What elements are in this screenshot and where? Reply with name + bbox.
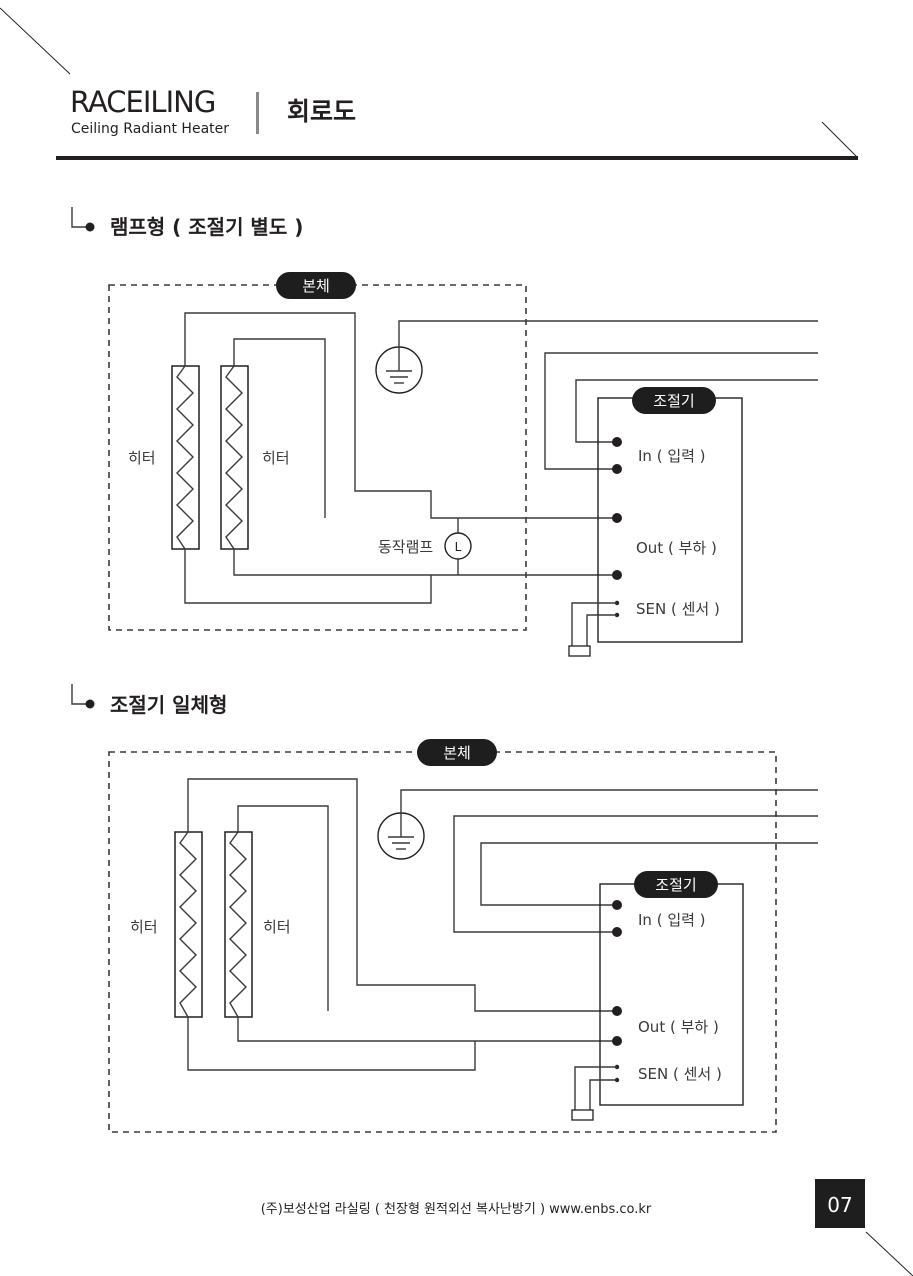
body-label: 본체 — [302, 277, 330, 295]
section-integrated-type: 조절기 일체형 본체 히터 히터 — [71, 684, 818, 1133]
corner-deco-header-right — [821, 121, 859, 159]
corner-deco-top-left — [0, 7, 71, 75]
output-terminal-label: Out ( 부하 ) — [638, 1018, 719, 1036]
input-terminal-label: In ( 입력 ) — [638, 911, 706, 929]
controller-label: 조절기 — [655, 876, 696, 894]
controller-label: 조절기 — [653, 392, 694, 410]
footer-text: (주)보성산업 라실링 ( 천장형 원적외선 복사난방기 ) www.enbs.… — [261, 1202, 652, 1217]
ground-icon — [375, 346, 423, 394]
brand-subtitle: Ceiling Radiant Heater — [71, 121, 229, 137]
corner-deco-bottom-right — [865, 1231, 913, 1276]
controller-label-pill — [632, 387, 716, 414]
controller-label-pill — [634, 871, 718, 898]
lamp-label: 동작램프 — [378, 538, 433, 556]
heater-left-label: 히터 — [130, 918, 158, 936]
body-label: 본체 — [443, 744, 471, 762]
sensor-icon — [571, 1109, 594, 1121]
heater-wiring — [187, 778, 617, 1071]
ground-line — [398, 320, 818, 347]
supply-line-2 — [575, 379, 818, 443]
heater-left — [174, 831, 203, 1018]
body-enclosure — [108, 284, 527, 631]
heater-left-label: 히터 — [128, 449, 156, 467]
header-rule — [56, 156, 858, 160]
heater-left — [171, 365, 200, 550]
heater-right — [220, 365, 249, 550]
heater-right-label: 히터 — [263, 918, 291, 936]
sensor-terminal-label: SEN ( 센서 ) — [638, 1065, 722, 1083]
ground-line — [400, 789, 818, 813]
heater-wiring — [184, 312, 617, 604]
section-lamp-type: 램프형 ( 조절기 별도 ) 본체 히터 히터 L 동 — [71, 207, 818, 657]
section-title: 조절기 일체형 — [110, 693, 227, 717]
operating-lamp: L — [444, 532, 472, 560]
controller-terminals — [612, 437, 622, 618]
sensor-icon — [568, 645, 591, 657]
sensor-wiring — [568, 602, 617, 657]
section-bullet — [71, 207, 95, 232]
input-terminal-label: In ( 입력 ) — [638, 447, 706, 465]
sensor-wiring — [571, 1066, 617, 1121]
body-label-pill — [417, 739, 497, 766]
sensor-terminal-label: SEN ( 센서 ) — [636, 600, 720, 618]
heater-right — [224, 831, 253, 1018]
page-number: 07 — [827, 1193, 852, 1217]
controller-terminals — [612, 900, 622, 1083]
header: RACEILING Ceiling Radiant Heater 회로도 — [56, 85, 858, 160]
header-separator — [256, 92, 259, 134]
page-number-box — [815, 1179, 865, 1228]
brand-logo: RACEILING — [70, 85, 215, 119]
ground-icon — [377, 812, 425, 860]
page-title: 회로도 — [287, 97, 356, 126]
section-title: 램프형 ( 조절기 별도 ) — [110, 215, 303, 239]
section-bullet — [71, 684, 95, 709]
supply-line-2 — [480, 842, 818, 906]
body-label-pill — [276, 272, 356, 299]
heater-right-label: 히터 — [262, 449, 290, 467]
lamp-symbol: L — [455, 540, 462, 554]
supply-line-1 — [544, 352, 818, 470]
supply-line-1 — [453, 815, 818, 933]
output-terminal-label: Out ( 부하 ) — [636, 539, 717, 557]
